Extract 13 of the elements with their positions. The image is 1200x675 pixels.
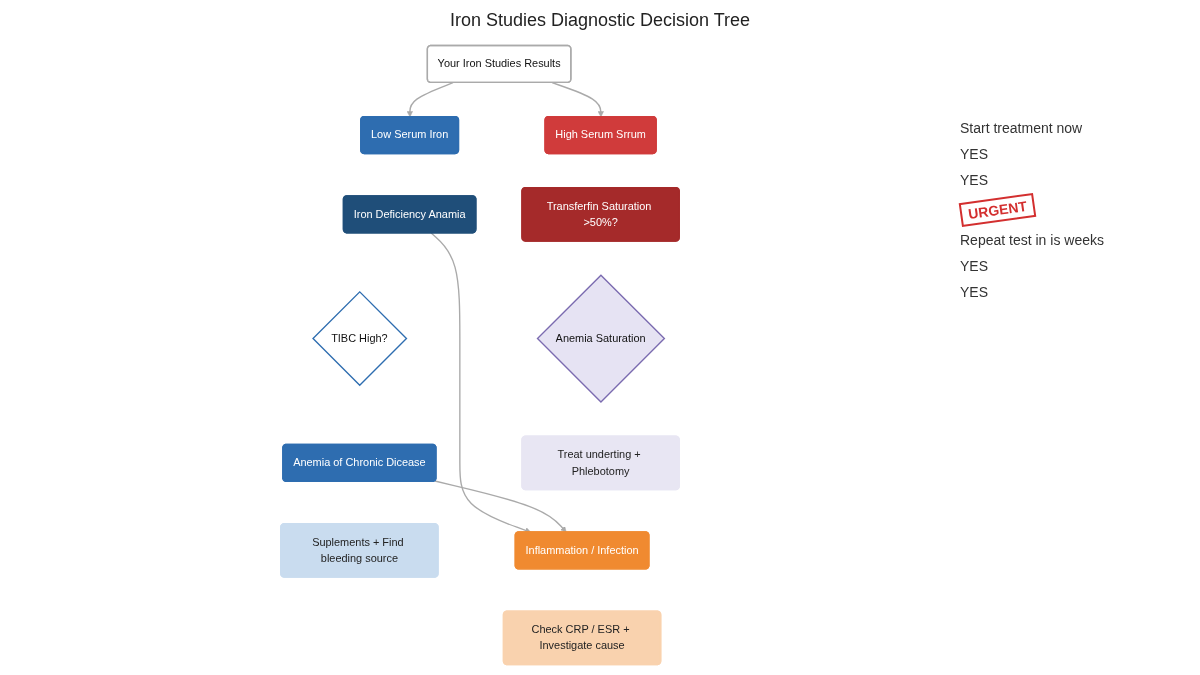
note-text: YES bbox=[960, 146, 989, 162]
note-text: YES bbox=[960, 258, 989, 274]
diagram-title: Iron Studies Diagnostic Decision Tree bbox=[448, 10, 752, 31]
note-text: YES bbox=[960, 284, 989, 300]
node-diamond: TIBC High? bbox=[312, 290, 408, 387]
note-text: YES bbox=[960, 172, 989, 188]
stamp-text: URGENT bbox=[958, 192, 1037, 228]
node-diamond: Anemia Saturation bbox=[536, 274, 666, 403]
arrow bbox=[434, 480, 567, 533]
arrow bbox=[406, 82, 454, 118]
note-text: Repeat test in is weeks bbox=[960, 232, 1105, 248]
note-text: Start treatment now bbox=[960, 120, 1084, 136]
arrow bbox=[551, 82, 604, 118]
